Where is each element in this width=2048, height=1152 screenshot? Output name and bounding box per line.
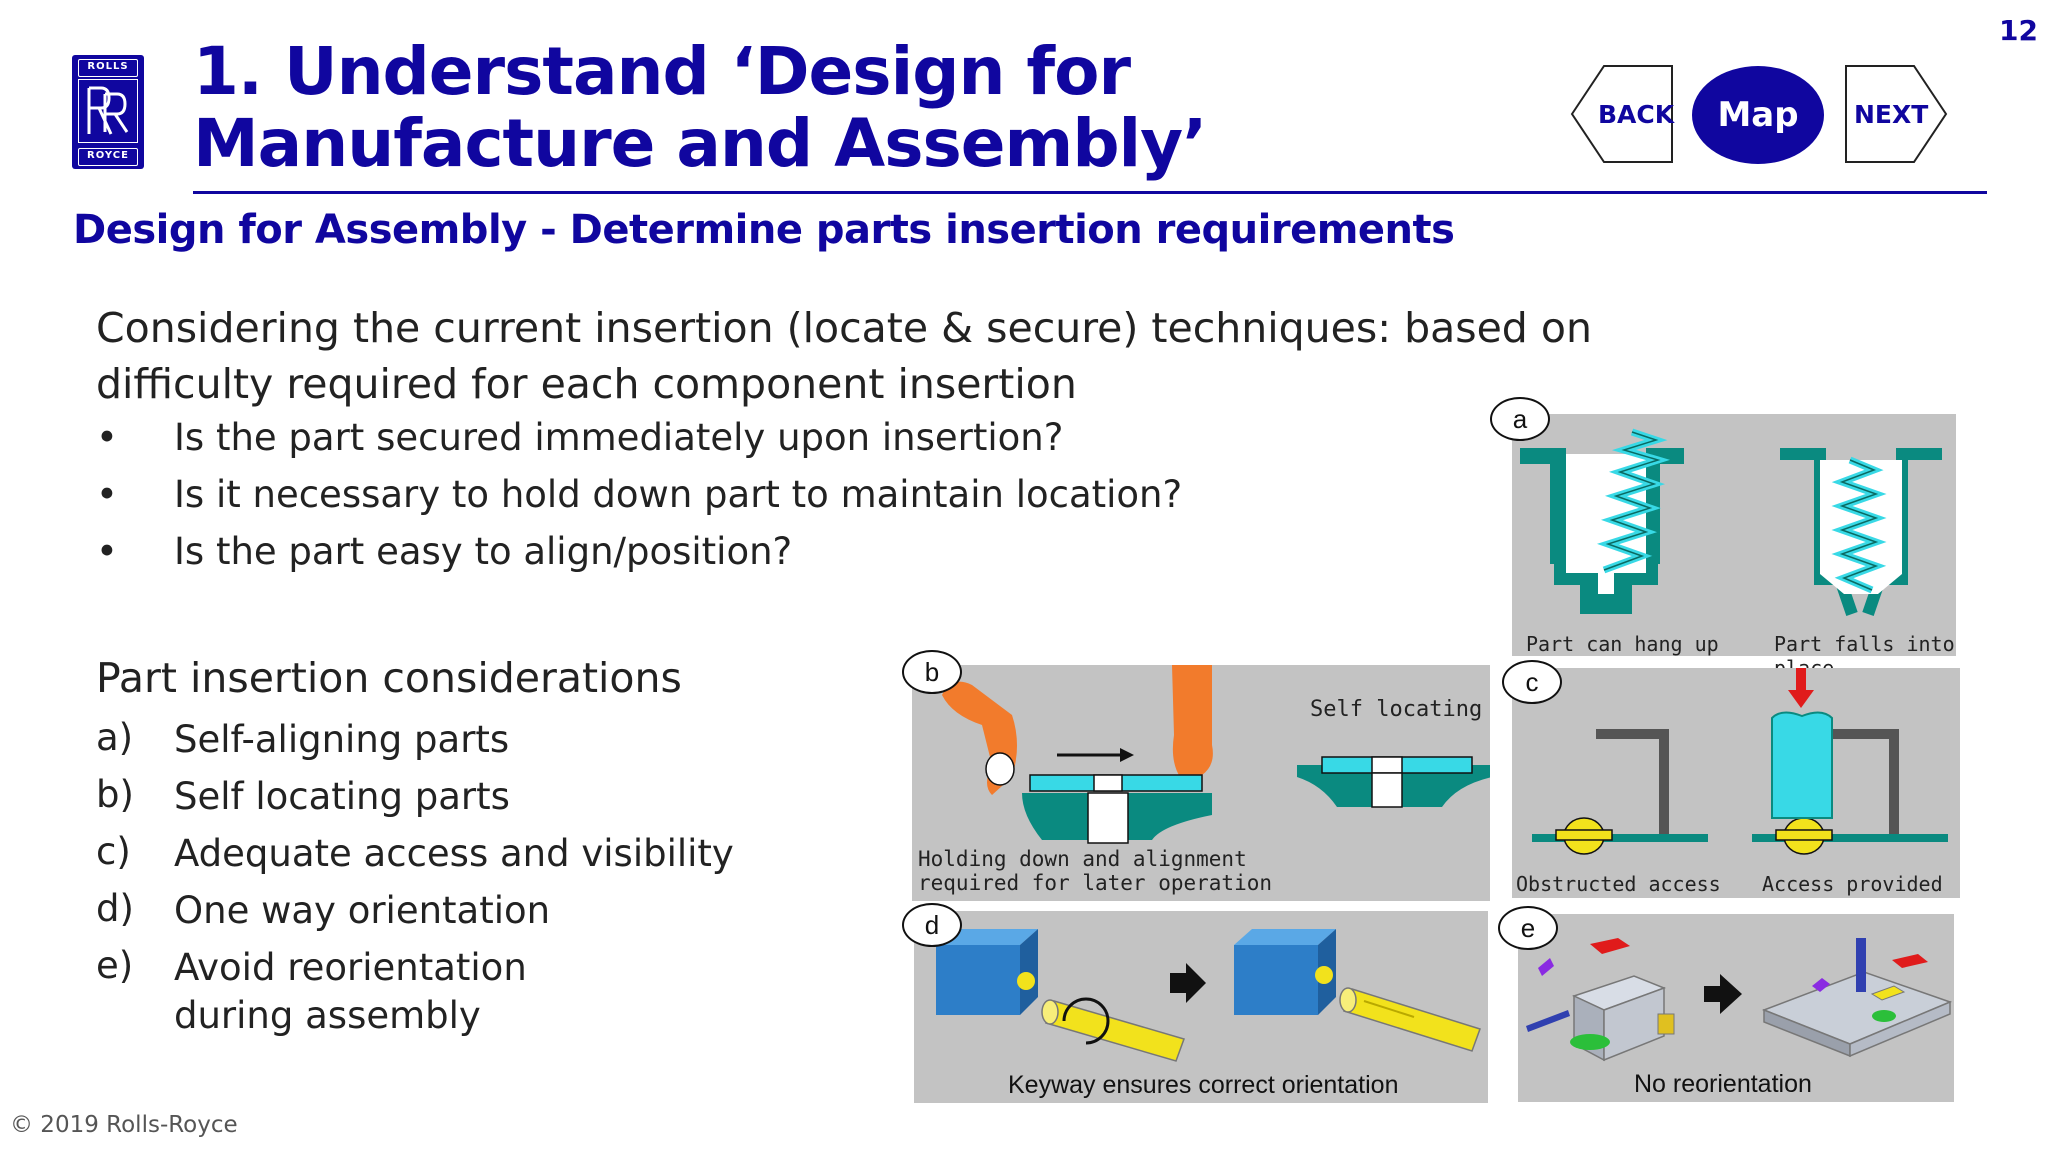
copyright-notice: © 2019 Rolls-Royce <box>10 1112 238 1138</box>
list-text: Self locating parts <box>174 775 510 818</box>
page-title: 1. Understand ‘Design for Manufacture an… <box>193 33 1207 182</box>
figure-d-panel: Keyway ensures correct orientation <box>914 911 1488 1103</box>
lead-paragraph: Considering the current insertion (locat… <box>96 304 1592 408</box>
figure-e-caption: No reorientation <box>1634 1070 1812 1098</box>
figure-d-badge: d <box>902 903 962 947</box>
back-button-label: BACK <box>1598 100 1675 129</box>
rolls-royce-logo: ROLLS ROYCE <box>72 55 144 169</box>
next-button[interactable]: NEXT <box>1844 64 1948 164</box>
figure-b-caption-bottom-2: required for later operation <box>918 871 1273 895</box>
logo-top-text: ROLLS <box>78 59 138 77</box>
list-marker: b) <box>96 773 134 816</box>
bullet-icon: • <box>96 416 118 459</box>
back-button[interactable]: BACK <box>1570 64 1674 164</box>
title-rule <box>193 191 1987 194</box>
list-text: Avoid reorientation during assembly <box>174 946 527 1037</box>
figure-b-caption-bottom-1: Holding down and alignment <box>918 847 1247 871</box>
logo-bottom-text: ROYCE <box>78 148 138 166</box>
one-way-orientation-illustration <box>936 929 1481 1062</box>
list-marker: d) <box>96 887 134 930</box>
list-marker: a) <box>96 716 134 759</box>
list-marker: c) <box>96 830 131 873</box>
list-text: Self-aligning parts <box>174 718 510 761</box>
section-subtitle: Design for Assembly - Determine parts in… <box>73 207 1455 253</box>
list-marker: e) <box>96 944 134 987</box>
bullet-text: Is the part easy to align/position? <box>174 530 793 573</box>
list-text: Adequate access and visibility <box>174 832 734 875</box>
logo-monogram <box>78 79 138 143</box>
bullet-text: Is it necessary to hold down part to mai… <box>174 473 1183 516</box>
back-arrow-icon <box>1570 65 1673 163</box>
figure-b-caption-top: Self locating <box>1310 697 1483 722</box>
page-number: 12 <box>1999 14 2038 47</box>
considerations-heading: Part insertion considerations <box>96 654 682 702</box>
next-button-label: NEXT <box>1854 100 1929 129</box>
figure-a-badge: a <box>1490 397 1550 441</box>
figure-c-caption-left: Obstructed access <box>1516 872 1721 896</box>
figure-e-badge: e <box>1498 906 1558 950</box>
list-text: One way orientation <box>174 889 551 932</box>
no-reorientation-illustration <box>1526 938 1953 1062</box>
figure-e-panel: No reorientation <box>1518 914 1954 1102</box>
figure-c-badge: c <box>1502 660 1562 704</box>
self-locating-illustration <box>942 665 1490 844</box>
self-aligning-illustration <box>1520 428 1942 616</box>
figure-a-panel: Part can hang up Part falls into place <box>1512 414 1956 680</box>
figure-c-panel: Obstructed access Access provided <box>1512 668 1960 898</box>
access-visibility-illustration <box>1532 668 1948 855</box>
bullet-icon: • <box>96 530 118 573</box>
figure-d-caption: Keyway ensures correct orientation <box>1008 1071 1399 1099</box>
bullet-icon: • <box>96 473 118 516</box>
figure-b-panel: Self locating Holding down and alignment… <box>912 665 1490 901</box>
map-button[interactable]: Map <box>1692 66 1824 164</box>
bullet-text: Is the part secured immediately upon ins… <box>174 416 1064 459</box>
next-arrow-icon <box>1845 65 1948 163</box>
figure-b-badge: b <box>902 650 962 694</box>
figure-a-caption-left: Part can hang up <box>1526 632 1719 656</box>
figure-c-caption-right: Access provided <box>1762 872 1943 896</box>
